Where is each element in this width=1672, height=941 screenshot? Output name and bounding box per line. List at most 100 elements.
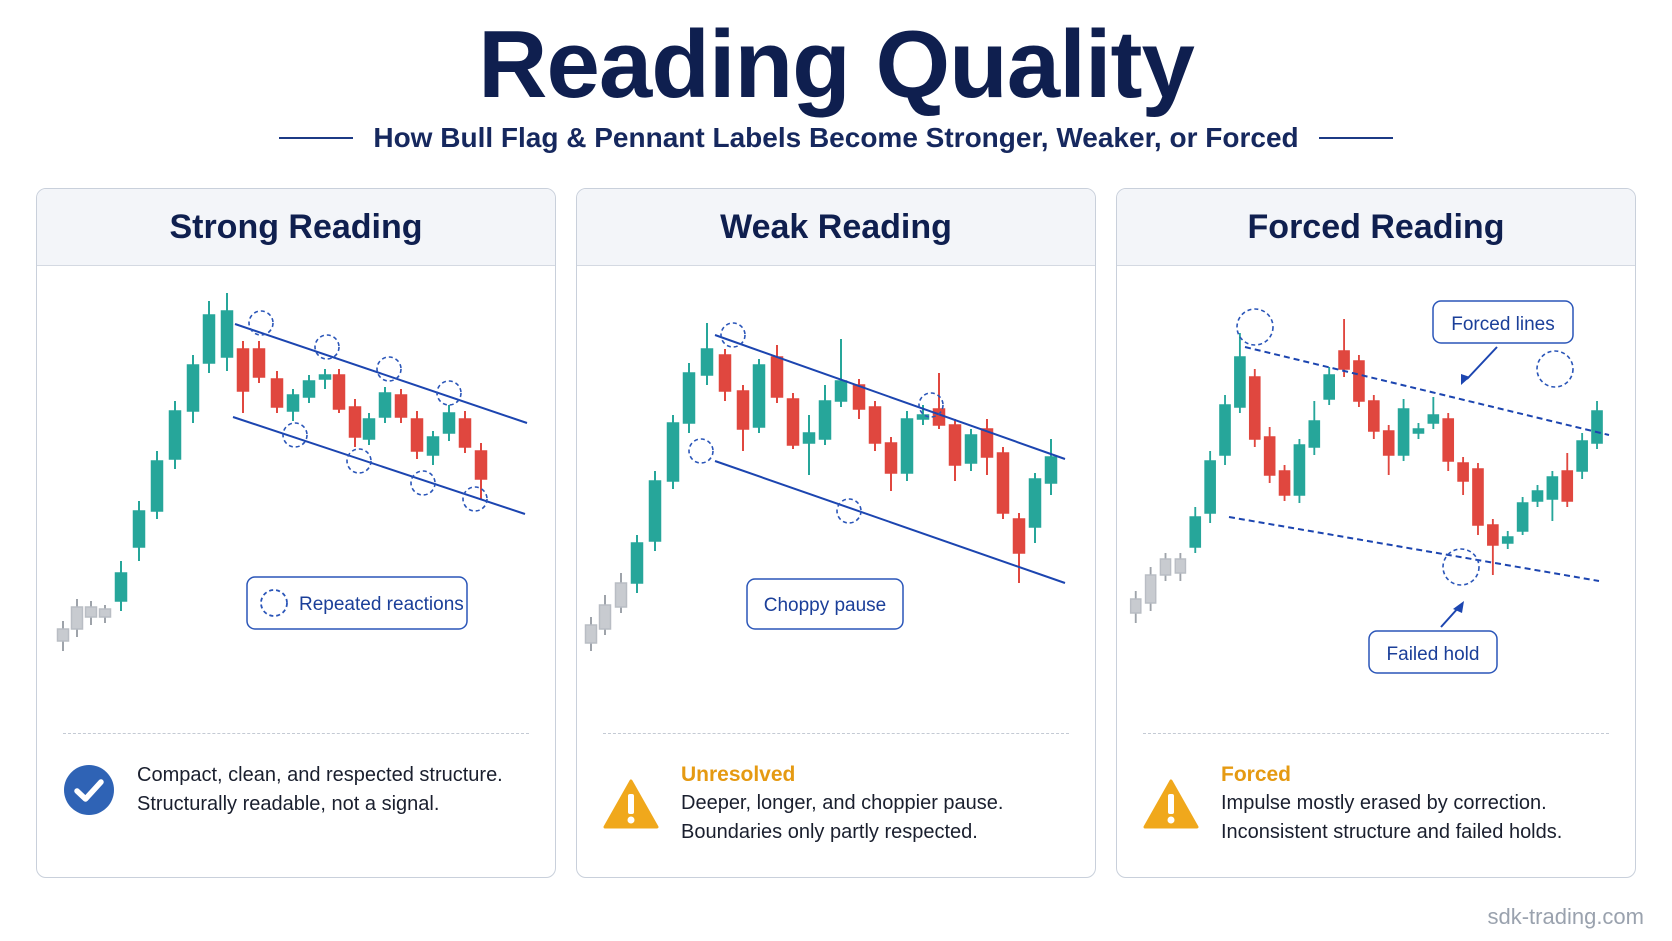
weak-lower-trendline — [714, 460, 1066, 584]
candle-body — [786, 398, 800, 446]
candle-body — [1412, 428, 1425, 434]
candle-body — [584, 624, 598, 644]
candle-body — [1012, 518, 1026, 554]
panel-weak-divider — [603, 733, 1069, 734]
panel-forced-divider — [1143, 733, 1609, 734]
candle-body — [900, 418, 914, 474]
forced-top-arrow — [1466, 346, 1498, 380]
forced-lower-trendline — [1228, 516, 1600, 582]
forced-reaction-markers — [1236, 308, 1574, 586]
candle-body — [1204, 460, 1216, 514]
panel-forced-title: Forced Reading — [1247, 207, 1505, 246]
candle-body — [884, 442, 898, 474]
subtitle-rule-right — [1318, 137, 1393, 139]
candle-body — [1028, 478, 1042, 528]
candle-body — [1382, 430, 1395, 456]
candle-body — [202, 314, 216, 364]
candle-body — [1234, 356, 1246, 408]
candle-body — [332, 374, 346, 410]
footer-line: Impulse mostly erased by correction. — [1221, 792, 1547, 814]
panel-weak: Choppy pause Weak Reading Unresolved Dee… — [576, 188, 1096, 878]
page-subtitle: How Bull Flag & Pennant Labels Become St… — [373, 122, 1299, 153]
strong-chart: Repeated reactions — [56, 293, 528, 651]
candle-body — [1442, 418, 1455, 462]
candle-body — [1248, 376, 1261, 440]
weak-upper-trendline — [714, 334, 1066, 460]
candle-body — [114, 572, 128, 602]
candle-body — [362, 418, 376, 440]
strong-label-box — [246, 576, 468, 630]
candle-body — [1546, 476, 1559, 500]
forced-label-top-box — [1432, 300, 1574, 344]
panel-forced-header: Forced Reading — [1117, 189, 1635, 266]
candle-body — [220, 310, 234, 358]
candle-body — [426, 436, 440, 456]
weak-label-text: Choppy pause — [764, 595, 887, 616]
candle-body — [1189, 516, 1202, 548]
candle-body — [1293, 444, 1306, 496]
candle-body — [70, 606, 84, 630]
candle-body — [1487, 524, 1499, 546]
candle-body — [378, 392, 392, 418]
candle-body — [682, 372, 696, 424]
footer-line: Inconsistent structure and failed holds. — [1221, 821, 1563, 843]
candle-body — [770, 356, 784, 398]
candle-body — [1576, 440, 1588, 472]
candle-body — [948, 424, 962, 466]
candle-body — [980, 428, 994, 458]
candle-body — [56, 628, 70, 642]
footer-line: Deeper, longer, and choppier pause. — [681, 792, 1004, 814]
panel-forced-footer-text: Forced Impulse mostly erased by correcti… — [1221, 761, 1562, 847]
candle-body — [348, 406, 362, 438]
forced-label-bottom-box — [1368, 630, 1498, 674]
candle-body — [1159, 558, 1172, 576]
candle-body — [458, 418, 472, 448]
candle-body — [996, 452, 1010, 514]
reaction-marker — [436, 380, 462, 406]
dashed-circle-icon — [260, 589, 288, 617]
panel-forced: Forced lines Failed hold Forced Reading … — [1116, 188, 1636, 878]
subtitle-rule-left — [279, 137, 354, 139]
candle-body — [1457, 462, 1469, 482]
footer-line: Compact, clean, and respected structure. — [137, 764, 503, 786]
reaction-marker — [1536, 350, 1574, 388]
weak-chart: Choppy pause — [584, 322, 1066, 651]
forced-top-arrowhead — [1461, 374, 1470, 385]
forced-candles — [1129, 319, 1603, 623]
reaction-marker — [462, 486, 488, 512]
reaction-marker — [1442, 548, 1480, 586]
candle-body — [1368, 400, 1380, 432]
candle-body — [1353, 360, 1365, 402]
panel-weak-header: Weak Reading — [577, 189, 1095, 266]
candle-body — [752, 364, 766, 428]
candle-body — [1129, 598, 1142, 614]
forced-upper-trendline — [1244, 346, 1610, 436]
strong-label-text: Repeated reactions — [299, 594, 464, 615]
candle-body — [868, 406, 882, 444]
candle-body — [318, 374, 332, 380]
candle-body — [150, 460, 164, 512]
forced-label-top-text: Forced lines — [1451, 314, 1555, 335]
candle-body — [84, 606, 98, 618]
candle-body — [186, 364, 200, 412]
candle-body — [1323, 374, 1335, 400]
candle-body — [1044, 456, 1058, 484]
candle-body — [802, 432, 816, 444]
weak-reaction-markers — [688, 322, 944, 524]
candle-body — [252, 348, 266, 378]
candle-body — [1591, 410, 1603, 444]
subtitle-row: How Bull Flag & Pennant Labels Become St… — [0, 122, 1672, 154]
candle-body — [1516, 502, 1529, 532]
candle-body — [818, 400, 832, 440]
candle-body — [236, 348, 250, 392]
panel-forced-footer: Forced Impulse mostly erased by correcti… — [1143, 761, 1621, 847]
candle-body — [1278, 470, 1291, 496]
site-credit: sdk-trading.com — [1487, 904, 1644, 929]
candle-body — [1338, 350, 1350, 370]
candle-body — [1531, 490, 1544, 502]
candle-body — [286, 394, 300, 412]
candle-body — [1144, 574, 1157, 604]
candle-body — [1219, 404, 1231, 456]
candle-body — [964, 434, 978, 464]
candle-body — [474, 450, 488, 480]
